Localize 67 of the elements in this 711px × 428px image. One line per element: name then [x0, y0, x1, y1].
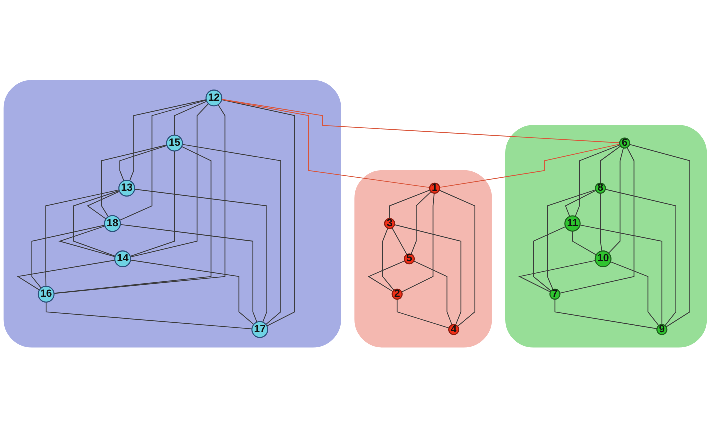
connector	[565, 190, 597, 218]
connector	[410, 191, 432, 255]
connector	[580, 224, 663, 326]
connector	[600, 146, 622, 184]
node-circle: 10	[594, 250, 612, 268]
node-circle: 11	[564, 216, 581, 232]
connector	[600, 193, 603, 252]
cluster	[506, 125, 708, 348]
connector	[401, 192, 435, 293]
connector	[46, 302, 253, 330]
connector	[46, 190, 120, 287]
connector	[54, 104, 226, 294]
connector	[16, 260, 116, 291]
connector	[182, 144, 282, 326]
node-circle: 6	[619, 138, 630, 149]
connector	[58, 226, 116, 258]
node-circle: 8	[595, 182, 606, 194]
node-circle: 7	[550, 288, 561, 300]
connector	[560, 147, 635, 294]
node-circle: 14	[114, 250, 132, 268]
node-circle: 3	[384, 218, 396, 230]
connector	[120, 145, 168, 182]
connector	[134, 189, 268, 323]
node-circle: 16	[38, 286, 55, 303]
node-circle: 5	[404, 254, 416, 265]
node-circle: 2	[392, 288, 403, 300]
cluster	[354, 170, 492, 348]
connector	[120, 224, 258, 323]
connector	[394, 224, 462, 326]
connector	[222, 99, 430, 188]
node-circle: 18	[104, 215, 122, 232]
connector	[414, 260, 453, 326]
connector	[382, 228, 395, 291]
connector	[518, 260, 596, 293]
connector	[610, 262, 660, 326]
connector	[547, 190, 596, 290]
connector	[439, 190, 476, 327]
node-circle: 1	[429, 182, 440, 194]
connector	[572, 230, 597, 256]
node-circle: 12	[206, 90, 223, 107]
connector	[389, 190, 431, 220]
connector	[554, 299, 658, 330]
connector	[130, 260, 254, 326]
node-circle: 13	[118, 180, 136, 197]
connector	[73, 190, 120, 257]
connector	[222, 99, 620, 144]
connector	[130, 150, 176, 257]
connector	[54, 146, 212, 294]
connector	[174, 101, 208, 136]
connector	[629, 144, 690, 328]
connector	[32, 225, 106, 289]
node-circle: 15	[166, 134, 184, 152]
connector	[101, 144, 168, 218]
node-circle: 4	[448, 324, 460, 336]
connector	[575, 144, 621, 218]
connector	[396, 299, 450, 329]
connector	[605, 189, 676, 326]
connector	[392, 228, 408, 256]
cluster	[4, 80, 342, 348]
connector	[439, 144, 620, 188]
connector	[533, 226, 566, 292]
node-circle: 17	[252, 321, 268, 338]
connector	[221, 100, 296, 327]
connector	[130, 104, 210, 258]
node-circle: 9	[656, 324, 668, 336]
connector	[608, 148, 624, 254]
connector	[130, 100, 207, 182]
